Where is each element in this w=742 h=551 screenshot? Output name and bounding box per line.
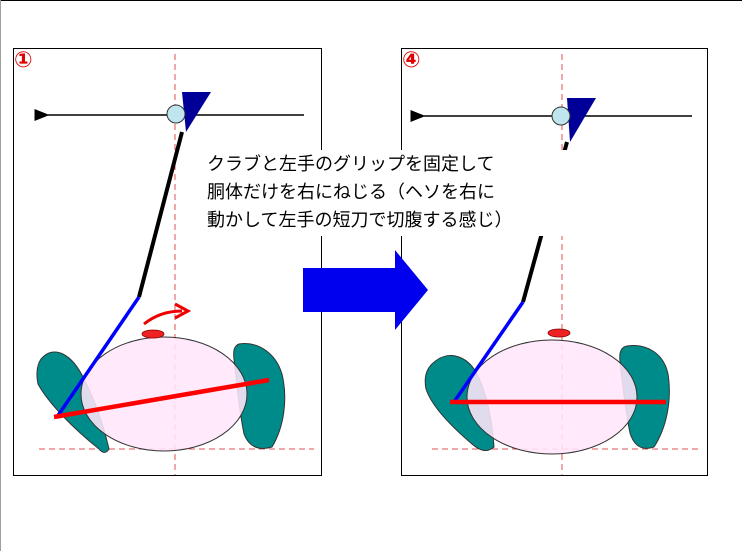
navel-marker <box>547 328 571 338</box>
panel-step-4: ④ <box>401 48 708 476</box>
hands-circle <box>551 106 571 126</box>
navel-marker <box>141 329 165 339</box>
club-head <box>567 98 596 142</box>
rotation-arrow-head <box>174 302 192 320</box>
swing-diagram-step-4 <box>410 54 702 475</box>
window-left-edge <box>0 0 1 551</box>
panel-step-1: ① <box>13 48 322 476</box>
hands-circle <box>166 104 186 124</box>
swing-diagram-step-1 <box>34 54 314 475</box>
torso-ellipse <box>80 336 248 452</box>
torso-ellipse <box>466 339 638 455</box>
step-number-label: ④ <box>402 48 421 73</box>
club-shaft <box>137 131 184 298</box>
shoulder-line <box>53 377 270 420</box>
transition-arrow-icon <box>303 250 428 330</box>
club-head <box>182 92 211 132</box>
left-arm <box>55 296 141 418</box>
right-leg <box>233 343 286 449</box>
left-arm <box>452 301 525 403</box>
step-number-label: ① <box>14 48 33 73</box>
left-leg <box>36 351 110 453</box>
rotation-arrow <box>143 309 183 326</box>
instruction-caption: クラブと左手のグリップを固定して 胴体だけを右にねじる（ヘソを右に 動かして左手… <box>205 150 569 236</box>
right-leg <box>619 345 670 449</box>
window-top-edge <box>0 0 742 1</box>
